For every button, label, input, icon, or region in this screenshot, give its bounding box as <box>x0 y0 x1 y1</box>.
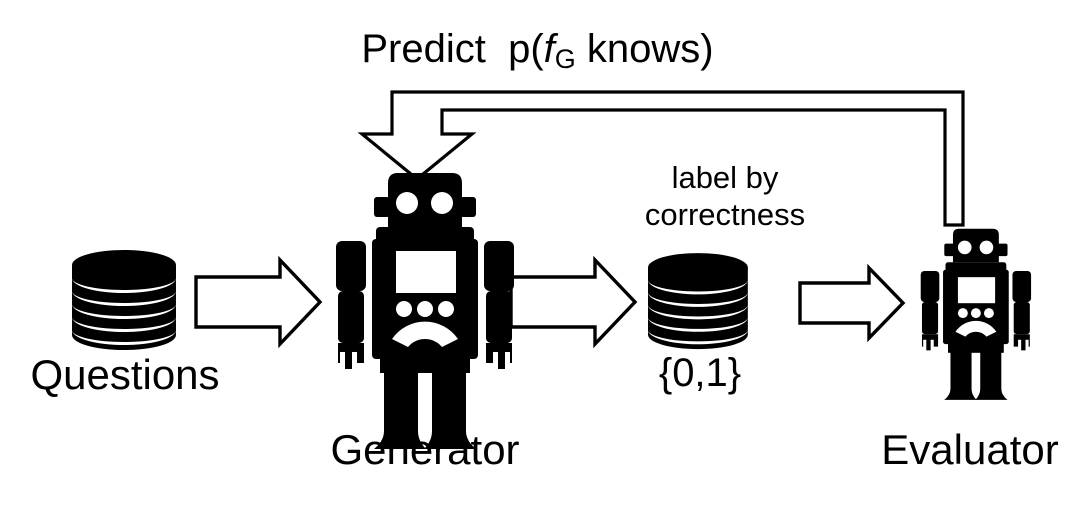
database-stack-icon-labels <box>648 253 748 350</box>
feedback-arrow-title: Predict p(fG knows) <box>0 28 1075 74</box>
edge-labels-to-evaluator <box>798 263 906 343</box>
title-prefix: Predict p( <box>361 27 544 71</box>
node-label-evaluator: Evaluator <box>881 426 1059 473</box>
node-label-generator: Generator <box>330 426 520 473</box>
edge-label-line-2: correctness <box>644 196 806 232</box>
title-suffix: knows) <box>575 27 714 71</box>
edge-generator-to-labels <box>509 255 638 349</box>
title-subscript: G <box>554 44 576 75</box>
edge-questions-to-generator <box>194 255 323 349</box>
database-stack-icon-questions <box>72 250 176 350</box>
edge-label-line-1: label by <box>671 160 779 195</box>
robot-icon-generator <box>336 173 514 449</box>
node-label-labels-dataset: {0,1} <box>658 351 742 395</box>
title-italic-symbol: f <box>543 27 555 71</box>
edge-evaluator-to-generator <box>357 90 965 227</box>
node-label-questions: Questions <box>30 351 220 398</box>
robot-icon-evaluator <box>920 228 1032 400</box>
